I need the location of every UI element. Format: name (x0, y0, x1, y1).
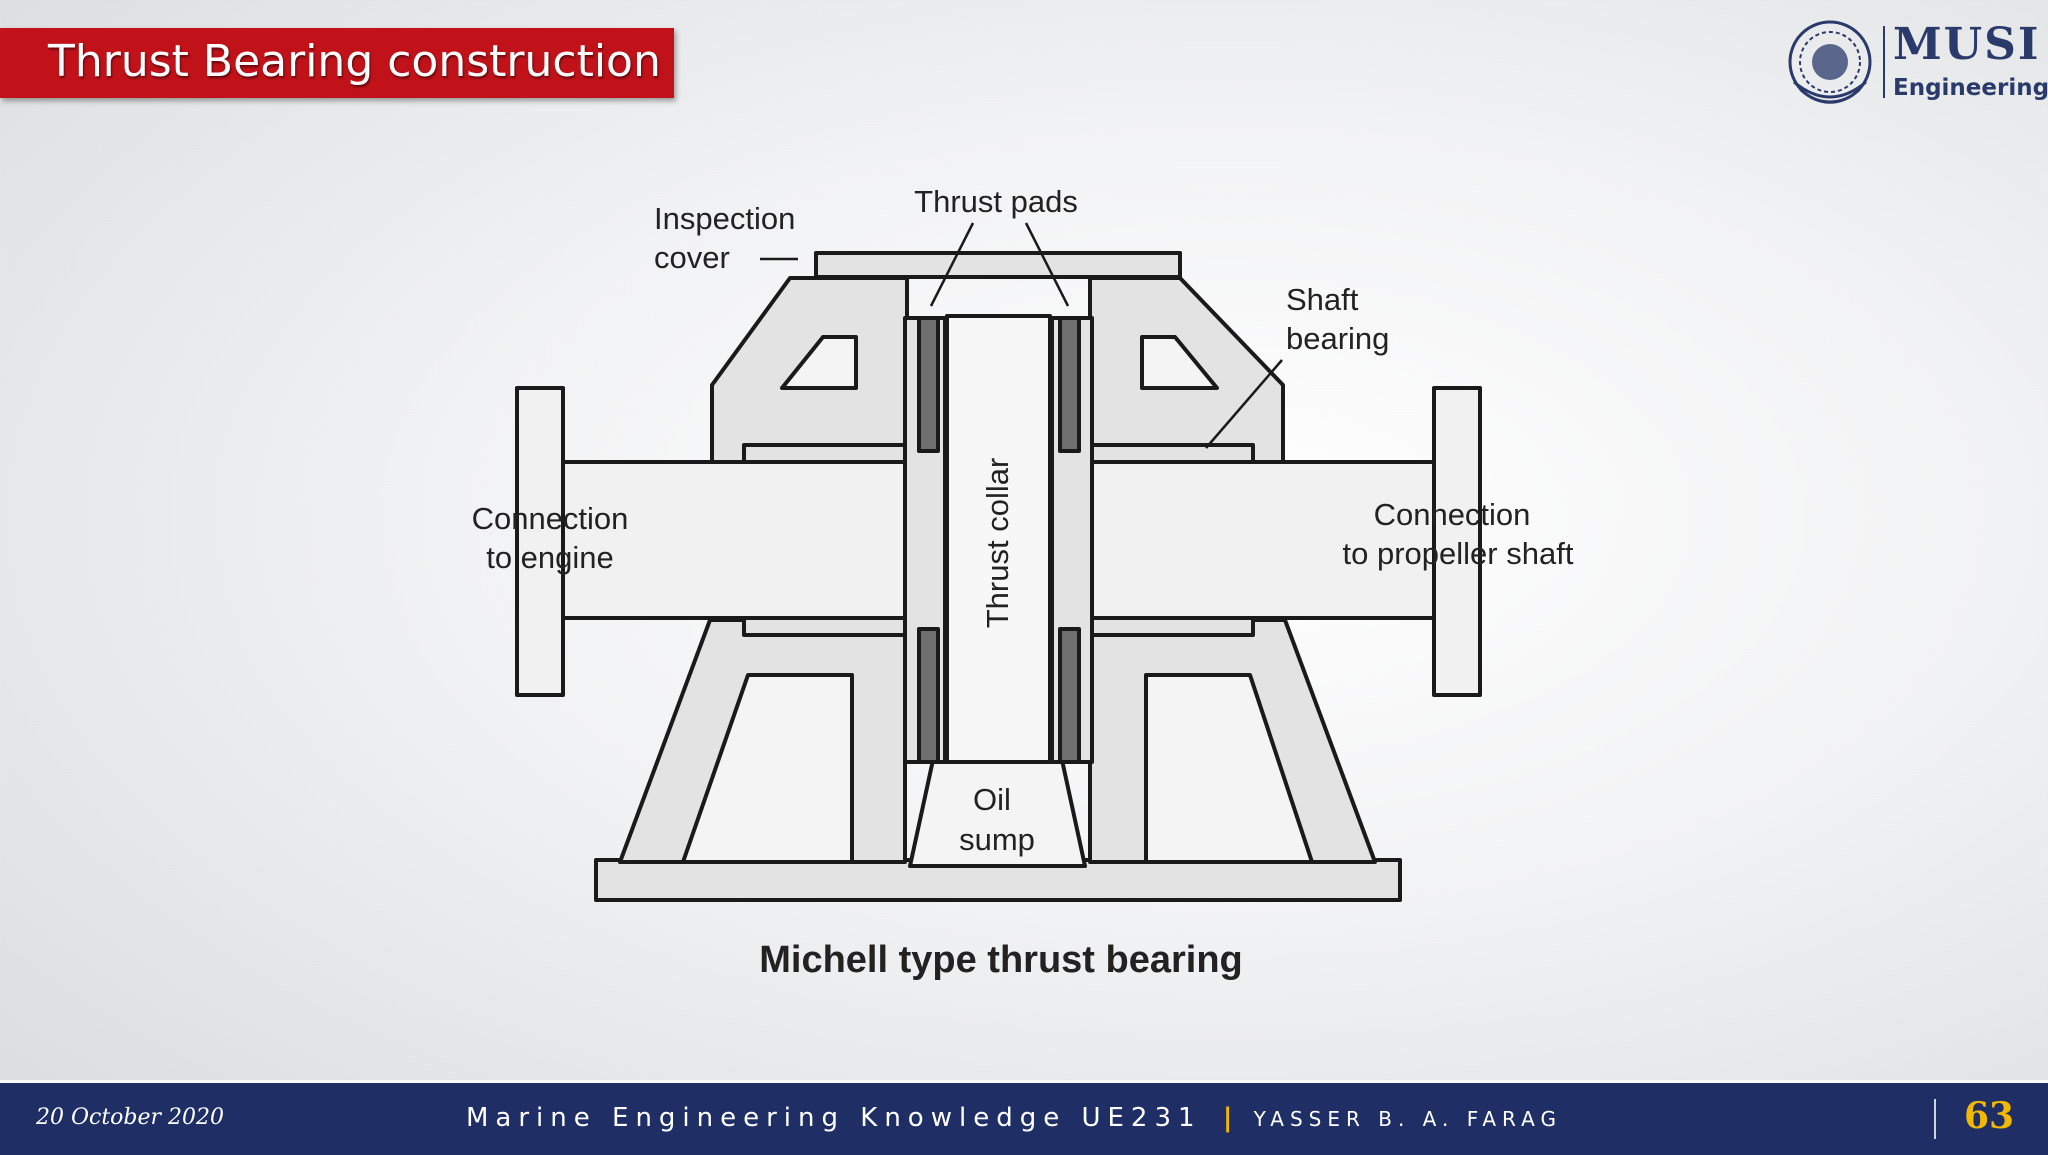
label-oil-sump-2: sump (959, 822, 1035, 857)
thrust-pad-lower-left (917, 627, 940, 764)
thrust-pad-upper-left (917, 316, 940, 453)
label-inspection-cover-2: cover (654, 240, 730, 275)
logo-name: MUSI (1893, 19, 2041, 70)
slide-title-bar: Thrust Bearing construction (0, 28, 674, 98)
shaft-bearing-upper-right (1088, 443, 1255, 464)
footer-divider (1934, 1099, 1936, 1139)
footer-bar: 20 October 2020 Marine Engineering Knowl… (0, 1080, 2048, 1155)
logo-divider (1883, 26, 1885, 98)
thrust-collar (945, 314, 1052, 764)
university-emblem-icon (1788, 20, 1872, 104)
thrust-pad-upper-right (1058, 316, 1081, 453)
shaft-bearing-upper-left (742, 443, 909, 464)
casing-left-window (681, 673, 854, 864)
upper-left-cutout (780, 335, 858, 390)
footer-course-line: Marine Engineering Knowledge UE231 | YAS… (466, 1103, 1562, 1133)
label-thrust-pads: Thrust pads (914, 184, 1078, 219)
casing-right-window (1144, 673, 1314, 864)
label-shaft-bearing-1: Shaft (1286, 282, 1359, 317)
propeller-flange (1432, 386, 1482, 697)
footer-date: 20 October 2020 (36, 1105, 225, 1130)
shaft-bearing-leader (1205, 359, 1283, 449)
label-propeller-1: Connection (1374, 497, 1531, 532)
thrust-bearing-diagram: Inspection cover Thrust pads Shaft beari… (472, 184, 1574, 981)
footer-separator: | (1222, 1103, 1233, 1133)
shaft-bearing-lower-left (742, 616, 909, 637)
label-inspection-cover-1: Inspection (654, 201, 795, 236)
page-number: 63 (1964, 1095, 2015, 1137)
upper-right-cutout (1140, 335, 1219, 390)
slide-title: Thrust Bearing construction (48, 36, 661, 87)
engine-flange (515, 386, 565, 697)
label-thrust-collar: Thrust collar (980, 458, 1015, 629)
label-oil-sump-1: Oil (973, 782, 1011, 817)
shaft-bearing-lower-right (1088, 616, 1255, 637)
university-logo: MUSI Engineering (1780, 12, 2048, 112)
footer-author: YASSER B. A. FARAG (1253, 1107, 1562, 1131)
label-shaft-bearing-2: bearing (1286, 321, 1389, 356)
inspection-cover (814, 251, 1182, 279)
label-propeller-2: to propeller shaft (1343, 536, 1574, 571)
thrust-pad-lower-right (1058, 627, 1081, 764)
thrust-pad-leader-right (1024, 222, 1070, 307)
label-engine-2: to engine (486, 540, 614, 575)
footer-course-title: Marine Engineering Knowledge UE231 (466, 1103, 1202, 1133)
label-engine-1: Connection (472, 501, 629, 536)
diagram-caption: Michell type thrust bearing (759, 939, 1243, 981)
thrust-pad-leader-left (929, 222, 975, 307)
logo-subtitle: Engineering (1893, 75, 2048, 101)
